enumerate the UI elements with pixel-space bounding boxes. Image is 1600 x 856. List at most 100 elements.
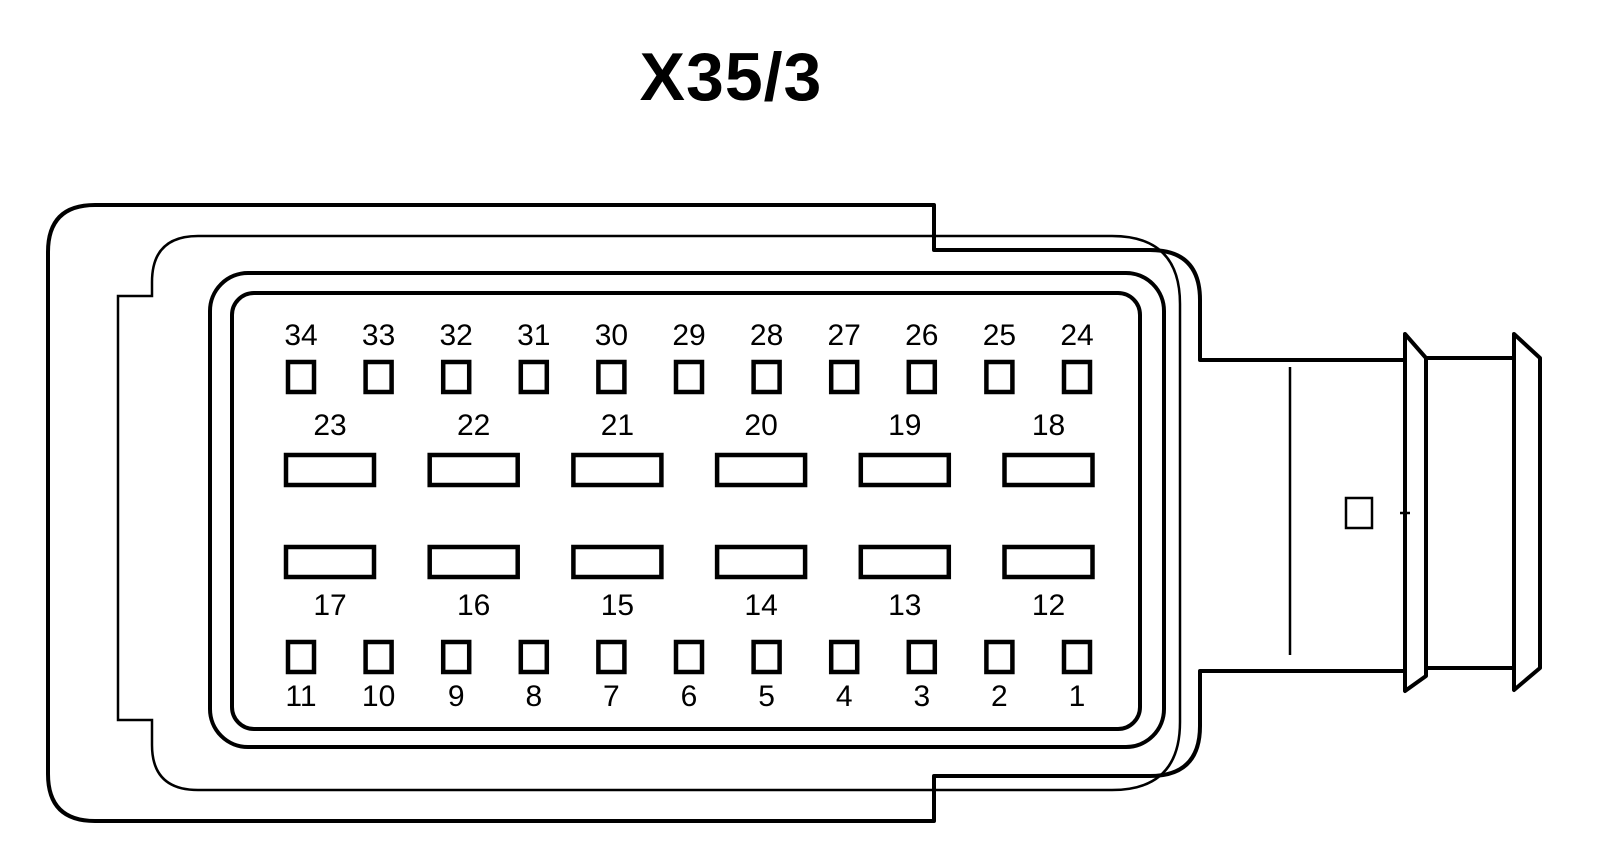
pin-15: 15 — [571, 544, 664, 622]
pin-socket — [285, 359, 317, 395]
latch-window — [1344, 496, 1374, 530]
pin-label: 16 — [457, 589, 490, 622]
pin-34: 34 — [284, 319, 318, 395]
tail-flange-left — [1403, 332, 1428, 693]
pin-socket — [1061, 639, 1093, 675]
pin-label: 2 — [991, 680, 1008, 713]
pin-3: 3 — [906, 639, 938, 713]
pin-socket — [858, 544, 952, 580]
pin-4: 4 — [828, 639, 860, 713]
pin-socket — [1002, 452, 1095, 488]
pin-label: 18 — [1032, 409, 1065, 442]
pin-label: 33 — [362, 319, 395, 352]
pin-label: 34 — [284, 319, 317, 352]
pin-label: 11 — [285, 680, 316, 713]
connector-title: X35/3 — [639, 39, 823, 115]
pin-label: 25 — [983, 319, 1016, 352]
pin-socket — [427, 544, 520, 580]
pin-label: 28 — [750, 319, 783, 352]
pin-socket — [751, 359, 782, 395]
pin-label: 17 — [313, 589, 346, 622]
pin-label: 7 — [603, 680, 620, 713]
pin-label: 12 — [1032, 589, 1065, 622]
pin-12: 12 — [1002, 544, 1095, 622]
pin-28: 28 — [750, 319, 783, 395]
pin-20: 20 — [714, 409, 808, 488]
pin-socket — [984, 359, 1015, 395]
pin-socket — [285, 639, 317, 675]
pin-29: 29 — [672, 319, 706, 395]
pin-label: 30 — [595, 319, 628, 352]
pin-label: 22 — [457, 409, 490, 442]
pin-socket — [518, 639, 550, 675]
pin-label: 3 — [913, 680, 930, 713]
pin-socket — [906, 359, 938, 395]
pin-label: 4 — [836, 680, 853, 713]
pin-label: 19 — [888, 409, 921, 442]
pin-label: 23 — [313, 409, 346, 442]
pin-30: 30 — [595, 319, 628, 395]
pin-label: 32 — [440, 319, 473, 352]
pin-socket — [596, 639, 627, 675]
pin-22: 22 — [427, 409, 520, 488]
pin-7: 7 — [596, 639, 627, 713]
pin-21: 21 — [571, 409, 664, 488]
pin-socket — [673, 359, 705, 395]
pin-5: 5 — [751, 639, 782, 713]
pin-socket — [571, 544, 664, 580]
pin-label: 9 — [448, 680, 465, 713]
pin-19: 19 — [858, 409, 952, 488]
pin-socket — [427, 452, 520, 488]
pin-23: 23 — [283, 409, 377, 488]
pin-label: 20 — [744, 409, 777, 442]
pin-label: 21 — [601, 409, 634, 442]
pin-33: 33 — [362, 319, 395, 395]
pin-socket — [751, 639, 782, 675]
pin-socket — [1002, 544, 1095, 580]
pin-socket — [440, 639, 472, 675]
pin-socket — [906, 639, 938, 675]
pin-9: 9 — [440, 639, 472, 713]
pin-socket — [283, 544, 377, 580]
pin-16: 16 — [427, 544, 520, 622]
pin-label: 5 — [758, 680, 775, 713]
pin-label: 24 — [1060, 319, 1093, 352]
pin-label: 13 — [888, 589, 921, 622]
tail-barrel — [1426, 356, 1516, 670]
pin-label: 26 — [905, 319, 938, 352]
pin-socket — [828, 639, 860, 675]
pin-1: 1 — [1061, 639, 1093, 713]
pin-2: 2 — [984, 639, 1015, 713]
pin-label: 15 — [601, 589, 634, 622]
pin-socket — [714, 452, 808, 488]
pin-11: 11 — [285, 639, 317, 713]
pin-10: 10 — [362, 639, 395, 713]
pin-label: 31 — [517, 319, 550, 352]
housing-inner-frame — [116, 234, 1182, 792]
pin-32: 32 — [440, 319, 473, 395]
pin-8: 8 — [518, 639, 550, 713]
pin-socket — [571, 452, 664, 488]
pin-31: 31 — [517, 319, 550, 395]
pin-socket — [714, 544, 808, 580]
pin-socket — [673, 639, 705, 675]
pin-18: 18 — [1002, 409, 1095, 488]
pin-26: 26 — [905, 319, 938, 395]
pin-17: 17 — [283, 544, 377, 622]
pin-socket — [1061, 359, 1093, 395]
pin-label: 14 — [744, 589, 777, 622]
pin-socket — [363, 359, 394, 395]
pin-socket — [828, 359, 860, 395]
pin-socket — [984, 639, 1015, 675]
pin-socket — [858, 452, 952, 488]
pin-face-outer-border — [208, 271, 1166, 749]
tail-flange-right — [1512, 332, 1542, 692]
pin-socket — [283, 452, 377, 488]
pin-socket — [440, 359, 472, 395]
pin-label: 8 — [525, 680, 542, 713]
pin-label: 29 — [672, 319, 705, 352]
pin-14: 14 — [714, 544, 808, 622]
pin-27: 27 — [828, 319, 861, 395]
pin-label: 27 — [828, 319, 861, 352]
